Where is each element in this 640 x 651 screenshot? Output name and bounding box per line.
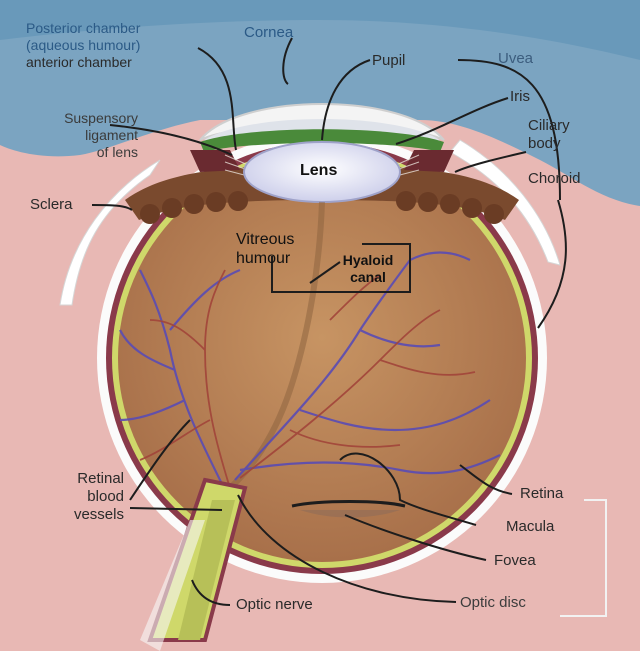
- label-suspensory-line2: ligament: [85, 127, 138, 143]
- label-retinal-blood-vessels: Retinal blood vessels: [40, 470, 124, 524]
- label-anterior-chamber-line2: (aqueous humour): [26, 37, 141, 53]
- ciliary-body-right: [404, 150, 454, 172]
- label-lens: Lens: [300, 162, 338, 179]
- label-fovea: Fovea: [494, 552, 536, 569]
- label-retina: Retina: [520, 485, 564, 502]
- retinal-veins: [119, 251, 501, 491]
- label-retinal-vessels-line1: Retinal: [77, 470, 124, 487]
- label-vitreous-line1: Vitreous: [236, 231, 295, 248]
- label-hyaloid-line2: canal: [350, 269, 386, 285]
- label-sclera: Sclera: [30, 196, 73, 213]
- sclera-arc-left: [59, 159, 161, 306]
- label-optic-nerve: Optic nerve: [236, 596, 313, 613]
- label-uvea: Uvea: [498, 50, 534, 67]
- label-iris: Iris: [510, 88, 530, 105]
- iris-shape: [200, 129, 444, 152]
- label-suspensory-ligament: Suspensory ligament of lens: [28, 110, 138, 161]
- hyaloid-canal-shape: [223, 201, 325, 495]
- label-pupil: Pupil: [372, 52, 406, 69]
- label-cornea: Cornea: [244, 24, 294, 41]
- label-macula: Macula: [506, 518, 555, 535]
- leader-lines: [91, 37, 607, 617]
- label-optic-disc: Optic disc: [460, 594, 526, 611]
- optic-nerve-core: [178, 500, 235, 640]
- label-hyaloid-canal: Hyaloid canal: [338, 252, 398, 286]
- label-hyaloid-line1: Hyaloid: [342, 252, 394, 268]
- label-choroid: Choroid: [528, 170, 581, 187]
- label-ciliary-body-line2: body: [528, 135, 561, 152]
- ciliary-body-left: [190, 150, 240, 172]
- label-suspensory-line1: Suspensory: [64, 110, 138, 126]
- label-ciliary-body-line1: Ciliary: [528, 117, 570, 134]
- sclera-arc-right: [449, 139, 561, 266]
- label-suspensory-line3: of lens: [96, 144, 138, 160]
- ciliary-scallops: [140, 191, 504, 224]
- optic-nerve-sheath: [140, 520, 205, 651]
- label-anterior-chamber: Posterior chamber (aqueous humour) anter…: [26, 20, 216, 71]
- background-sky-top: [0, 0, 640, 60]
- label-vitreous-line2: humour: [236, 250, 291, 267]
- vitreous-body: [118, 154, 526, 562]
- macula-mark: [291, 500, 406, 508]
- label-retinal-vessels-line3: vessels: [73, 506, 124, 523]
- label-ciliary-body: Ciliary body: [528, 117, 570, 153]
- background-sky: [0, 0, 640, 206]
- label-anterior-chamber-line1: Posterior chamber: [26, 20, 141, 36]
- fovea-pit: [300, 510, 400, 518]
- label-vitreous-humour: Vitreous humour: [236, 230, 294, 268]
- retinal-arteries: [139, 269, 476, 489]
- label-retinal-vessels-line2: blood: [87, 488, 124, 505]
- label-anterior-chamber-line3: anterior chamber: [26, 54, 132, 70]
